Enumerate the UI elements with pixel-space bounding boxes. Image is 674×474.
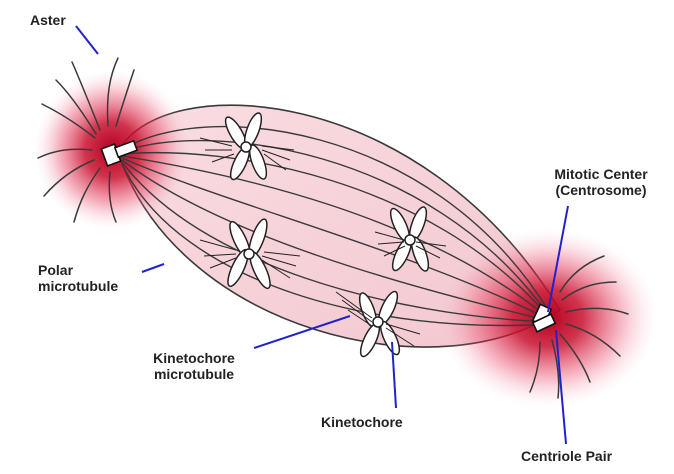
label-kinetochore-microtubule: Kinetochore microtubule [134, 350, 254, 382]
label-centriole-pair: Centriole Pair [521, 448, 612, 464]
label-kinetochore: Kinetochore [321, 414, 403, 430]
label-mitotic-center: Mitotic Center (Centrosome) [532, 166, 670, 198]
label-polar-line2: microtubule [38, 278, 118, 294]
pointer-aster [76, 26, 98, 54]
label-polar-microtubule: Polar microtubule [38, 262, 118, 294]
label-kinetochore-mt-line1: Kinetochore [134, 350, 254, 366]
label-aster: Aster [30, 12, 66, 28]
label-mitotic-line2: (Centrosome) [532, 182, 670, 198]
label-polar-line1: Polar [38, 262, 118, 278]
label-kinetochore-mt-line2: microtubule [134, 366, 254, 382]
pointer-polar-microtubule [142, 264, 164, 272]
label-mitotic-line1: Mitotic Center [532, 166, 670, 182]
